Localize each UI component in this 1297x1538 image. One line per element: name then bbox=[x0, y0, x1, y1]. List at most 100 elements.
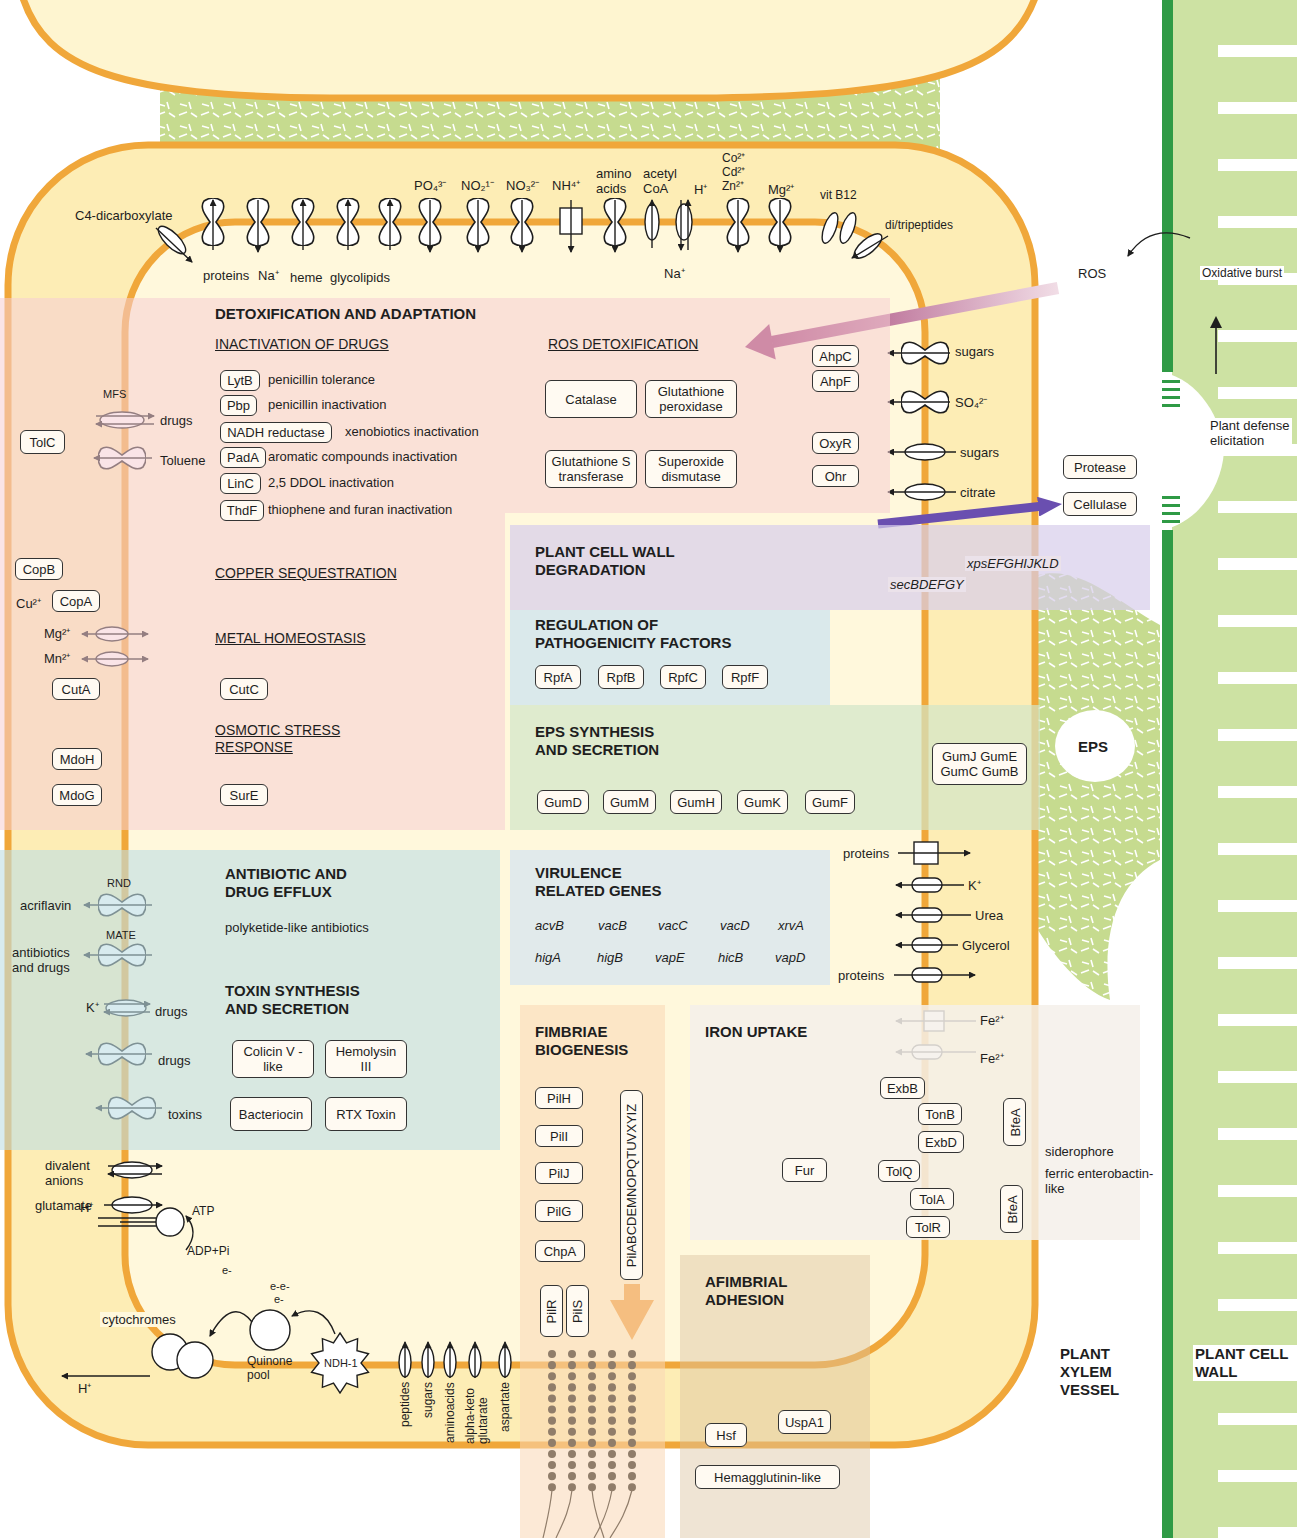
gene-name: Glutathione peroxidase bbox=[650, 384, 732, 414]
gene-box: LinC bbox=[220, 473, 261, 494]
gene-name: PilABCDEMNOPQTUVXYIZ bbox=[624, 1103, 639, 1266]
text-label: TOXIN SYNTHESIS AND SECRETION bbox=[225, 982, 375, 1018]
gene-box: RpfB bbox=[598, 665, 644, 689]
transporter-part bbox=[837, 211, 859, 245]
gene-box: Protease bbox=[1063, 455, 1137, 479]
text-label: vit B12 bbox=[820, 188, 857, 202]
bacterial-cell-part bbox=[22, 0, 1036, 98]
gene-box: CutA bbox=[52, 678, 100, 700]
gene-box: TolQ bbox=[878, 1160, 920, 1182]
gene-name: RpfB bbox=[607, 670, 636, 685]
text-label: ADP+Pi bbox=[187, 1244, 229, 1258]
text-label: cytochromes bbox=[100, 1312, 178, 1327]
gene-name: RTX Toxin bbox=[336, 1107, 396, 1122]
text-label: toxins bbox=[168, 1107, 202, 1122]
transporter-part bbox=[347, 200, 348, 250]
gene-box: Fur bbox=[782, 1158, 827, 1182]
text-label: amino acids bbox=[596, 166, 641, 196]
gene-name: LytB bbox=[227, 373, 253, 388]
gene-name: GumF bbox=[812, 795, 848, 810]
gene-box: Colicin V -like bbox=[232, 1040, 314, 1078]
gene-name: ThdF bbox=[227, 503, 257, 518]
gene-box: PilG bbox=[535, 1200, 583, 1222]
text-label: drugs bbox=[158, 1053, 191, 1068]
plant-cell-wall-part bbox=[1162, 0, 1173, 372]
gene-box: MdoG bbox=[52, 784, 102, 806]
text-label: e-e- bbox=[270, 1280, 290, 1292]
text-label: NO₃²⁻ bbox=[506, 178, 539, 193]
transporter-part bbox=[429, 200, 430, 252]
transporter-part bbox=[894, 974, 975, 975]
transporter-part bbox=[449, 1342, 450, 1378]
text-label: MFS bbox=[103, 388, 126, 400]
gene-box: Hemolysin III bbox=[325, 1040, 407, 1078]
plant-cell-wall-part bbox=[1162, 396, 1180, 399]
text-label: penicillin tolerance bbox=[268, 372, 375, 387]
signal-arrow-part bbox=[1128, 233, 1190, 256]
category-heading: ANTIBIOTIC AND DRUG EFFLUX bbox=[225, 865, 370, 901]
text-label: acetyl CoA bbox=[643, 166, 687, 196]
gene-name: Colicin V -like bbox=[237, 1044, 309, 1074]
transporter-part bbox=[888, 451, 956, 452]
text-label: sugars bbox=[955, 344, 994, 359]
transporter-part bbox=[896, 884, 964, 885]
transporter-part bbox=[687, 200, 688, 250]
gene-box: PadA bbox=[220, 447, 266, 468]
transporter-part bbox=[427, 1342, 428, 1378]
text-label: vacD bbox=[720, 918, 750, 933]
plant-cell-wall-part bbox=[1162, 520, 1180, 523]
category-heading: FIMBRIAE BIOGENESIS bbox=[535, 1023, 650, 1059]
gene-name: Glutathione S transferase bbox=[550, 454, 632, 484]
gene-box: Pbp bbox=[220, 395, 257, 416]
gene-name: OxyR bbox=[819, 436, 852, 451]
category-region: REGULATION OF PATHOGENICITY FACTORSRpfAR… bbox=[510, 610, 830, 705]
text-label: K⁺ bbox=[86, 1000, 99, 1015]
gene-name: PilJ bbox=[549, 1166, 570, 1181]
gene-box: Catalase bbox=[545, 380, 637, 418]
gene-box: GumK bbox=[737, 790, 788, 814]
text-label: acriflavin bbox=[20, 898, 71, 913]
text-label: Fe²⁺ bbox=[980, 1013, 1004, 1028]
gene-box: GumJ GumE GumC GumB bbox=[932, 743, 1027, 785]
transporter-part bbox=[474, 1342, 475, 1378]
transporter-part bbox=[651, 200, 652, 248]
text-label: Cd²⁺ bbox=[722, 165, 745, 179]
gene-name: ChpA bbox=[544, 1244, 577, 1259]
text-label: e- bbox=[222, 1264, 232, 1276]
transporter-part bbox=[850, 230, 885, 263]
gene-name: LinC bbox=[227, 476, 254, 491]
gene-name: NADH reductase bbox=[227, 425, 325, 440]
gene-name: Ohr bbox=[825, 469, 847, 484]
transporter-part bbox=[156, 228, 192, 262]
gene-name: CutC bbox=[229, 682, 259, 697]
text-label: thiophene and furan inactivation bbox=[268, 502, 452, 517]
gene-name: PilR bbox=[544, 1299, 559, 1323]
text-label: COPPER SEQUESTRATION bbox=[215, 565, 397, 582]
respiratory-chain-part bbox=[177, 1342, 213, 1378]
transporter-part bbox=[676, 204, 692, 240]
transporter-part bbox=[302, 200, 303, 250]
text-label: NO₂¹⁻ bbox=[461, 178, 494, 193]
text-label: peptides bbox=[399, 1382, 412, 1427]
gene-box: RpfF bbox=[722, 665, 768, 689]
text-label: polyketide-like antibiotics bbox=[225, 920, 369, 935]
plant-cell-wall-part bbox=[1162, 504, 1180, 507]
text-label: H⁺ bbox=[694, 182, 707, 197]
gene-box: GumM bbox=[603, 790, 656, 814]
gene-name: PilI bbox=[550, 1129, 568, 1144]
gene-name: TolC bbox=[29, 435, 55, 450]
text-label: e- bbox=[274, 1293, 284, 1305]
gene-box: ThdF bbox=[220, 500, 264, 521]
gene-box: RpfC bbox=[660, 665, 706, 689]
text-label: drugs bbox=[155, 1004, 188, 1019]
gene-name: UspA1 bbox=[785, 1415, 824, 1430]
category-region: EPS SYNTHESIS AND SECRETIONGumDGumMGumHG… bbox=[510, 705, 1040, 830]
text-label: Toluene bbox=[160, 453, 206, 468]
transporter-part bbox=[112, 1162, 152, 1178]
transporter-part bbox=[108, 1165, 162, 1166]
respiratory-chain-part bbox=[98, 1225, 156, 1226]
gene-name: PadA bbox=[227, 450, 259, 465]
text-label: xrvA bbox=[778, 918, 804, 933]
gene-box: CutC bbox=[220, 678, 268, 700]
transporter-part bbox=[896, 914, 971, 915]
